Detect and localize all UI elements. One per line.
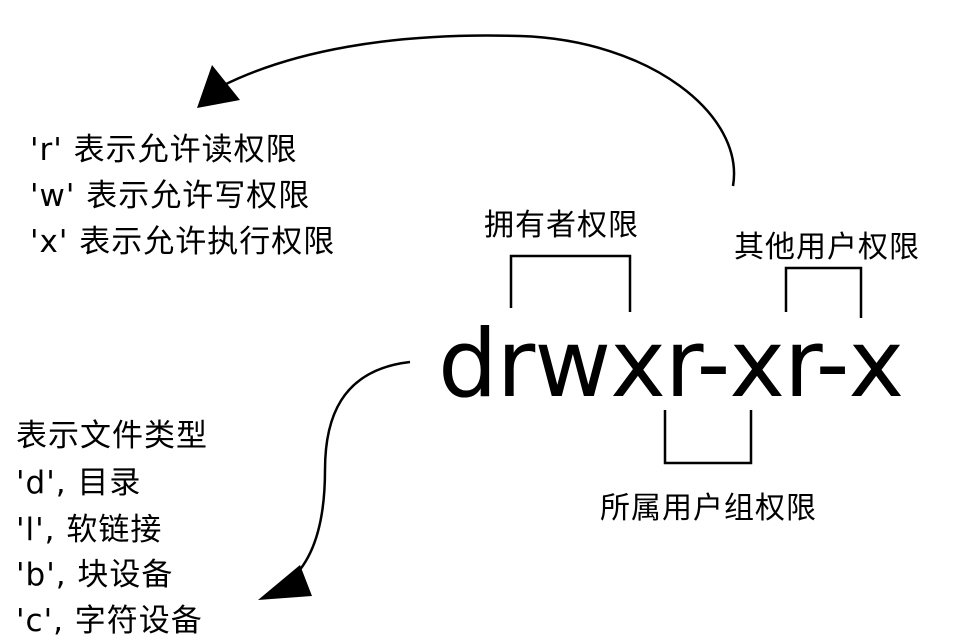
legend-execute: 'x' 表示允许执行权限 <box>30 224 336 260</box>
permission-arrowhead-icon <box>197 65 240 108</box>
file-type-item-directory: 'd', 目录 <box>16 465 142 501</box>
file-type-curve-line <box>287 360 411 583</box>
others-bracket <box>784 266 863 318</box>
file-type-arrowhead-icon <box>258 565 312 600</box>
permission-string: drwxr-xr-x <box>438 310 904 419</box>
permission-curve-line <box>221 34 736 187</box>
file-type-heading: 表示文件类型 <box>16 418 208 454</box>
file-type-item-char-device: 'c', 字符设备 <box>16 603 203 639</box>
legend-write: 'w' 表示允许写权限 <box>30 178 311 214</box>
owner-permission-label: 拥有者权限 <box>484 208 639 243</box>
group-bracket <box>663 410 753 465</box>
legend-read: 'r' 表示允许读权限 <box>30 132 298 168</box>
others-permission-label: 其他用户权限 <box>734 230 920 265</box>
owner-bracket <box>509 254 632 312</box>
file-type-item-symlink: 'l', 软链接 <box>16 512 163 548</box>
group-permission-label: 所属用户组权限 <box>600 491 817 526</box>
file-type-item-block-device: 'b', 块设备 <box>16 557 174 593</box>
